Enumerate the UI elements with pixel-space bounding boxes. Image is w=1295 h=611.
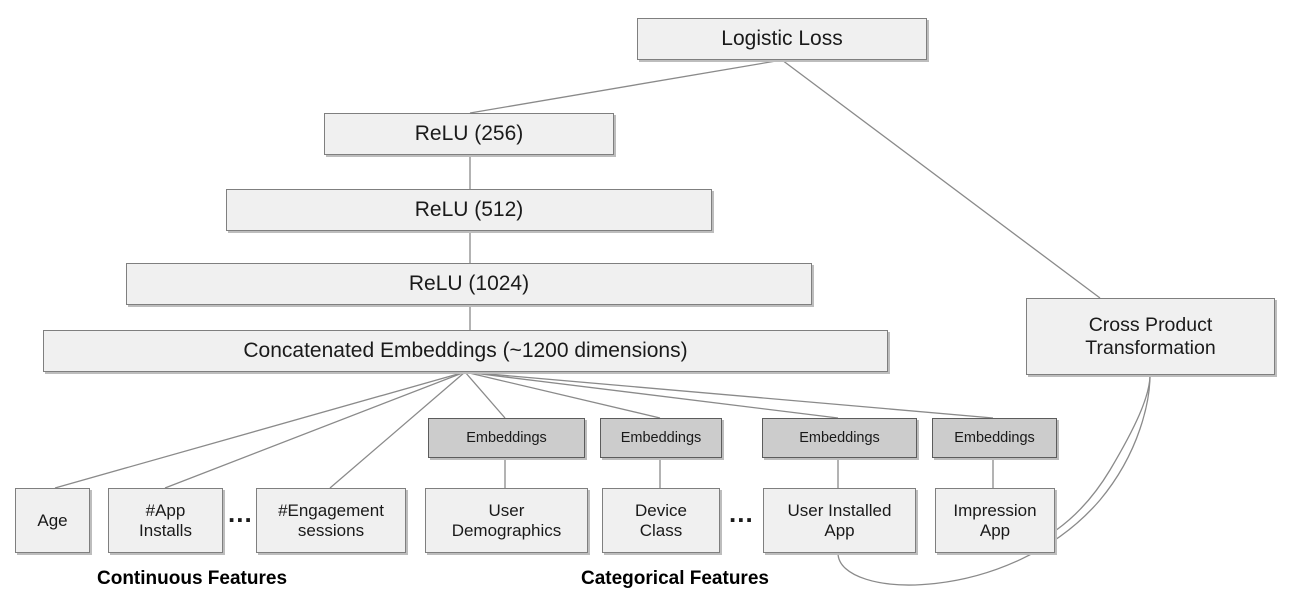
node-label: User Installed App bbox=[787, 500, 892, 540]
node-embeddings-device-class[interactable]: Embeddings bbox=[600, 418, 722, 458]
node-label: Cross Product Transformation bbox=[1085, 313, 1216, 359]
edge-installed-app-to-crossproduct bbox=[837, 374, 1151, 586]
edge-concat-to-emb-impression bbox=[464, 371, 994, 419]
node-label: ReLU (256) bbox=[414, 121, 524, 145]
node-label: Age bbox=[37, 510, 68, 530]
node-label: Concatenated Embeddings (~1200 dimension… bbox=[243, 338, 688, 362]
edge-crossproduct-to-loss bbox=[781, 59, 1101, 299]
node-label: User Demographics bbox=[451, 500, 562, 540]
ellipsis-continuous: ... bbox=[228, 498, 253, 528]
node-label: #App Installs bbox=[139, 500, 192, 540]
node-label: Device Class bbox=[635, 500, 687, 540]
node-label: Logistic Loss bbox=[721, 26, 843, 50]
node-feature-user-installed-app[interactable]: User Installed App bbox=[763, 488, 916, 553]
node-feature-device-class[interactable]: Device Class bbox=[602, 488, 720, 553]
node-feature-impression-app[interactable]: Impression App bbox=[935, 488, 1055, 553]
node-label: Embeddings bbox=[799, 429, 880, 446]
node-concatenated-embeddings[interactable]: Concatenated Embeddings (~1200 dimension… bbox=[43, 330, 888, 372]
node-label: ReLU (512) bbox=[414, 197, 524, 221]
node-label: Embeddings bbox=[620, 429, 702, 446]
node-logistic-loss[interactable]: Logistic Loss bbox=[637, 18, 927, 60]
node-label: #Engagement sessions bbox=[278, 500, 384, 540]
node-relu-1024[interactable]: ReLU (1024) bbox=[126, 263, 812, 305]
node-label: Impression App bbox=[953, 500, 1037, 540]
node-feature-user-demographics[interactable]: User Demographics bbox=[425, 488, 588, 553]
edge-concat-to-app-installs bbox=[164, 371, 466, 489]
edge-relu256-to-loss bbox=[469, 59, 783, 114]
node-feature-engagement-sessions[interactable]: #Engagement sessions bbox=[256, 488, 406, 553]
node-label: Embeddings bbox=[954, 429, 1035, 446]
node-relu-256[interactable]: ReLU (256) bbox=[324, 113, 614, 155]
node-embeddings-user-installed-app[interactable]: Embeddings bbox=[762, 418, 917, 458]
edge-concat-to-emb-installed bbox=[464, 371, 839, 419]
node-label: Embeddings bbox=[466, 429, 547, 446]
label-categorical-features: Categorical Features bbox=[581, 568, 769, 589]
edge-concat-to-emb-demo bbox=[464, 371, 506, 419]
node-label: ReLU (1024) bbox=[408, 271, 530, 295]
node-embeddings-impression-app[interactable]: Embeddings bbox=[932, 418, 1057, 458]
node-relu-512[interactable]: ReLU (512) bbox=[226, 189, 712, 231]
edge-concat-to-emb-device bbox=[464, 371, 661, 419]
node-embeddings-user-demographics[interactable]: Embeddings bbox=[428, 418, 585, 458]
node-cross-product-transformation[interactable]: Cross Product Transformation bbox=[1026, 298, 1275, 375]
ellipsis-categorical: ... bbox=[729, 498, 754, 528]
edge-concat-to-age bbox=[54, 371, 466, 489]
node-feature-age[interactable]: Age bbox=[15, 488, 90, 553]
label-continuous-features: Continuous Features bbox=[97, 568, 288, 589]
node-feature-app-installs[interactable]: #App Installs bbox=[108, 488, 223, 553]
